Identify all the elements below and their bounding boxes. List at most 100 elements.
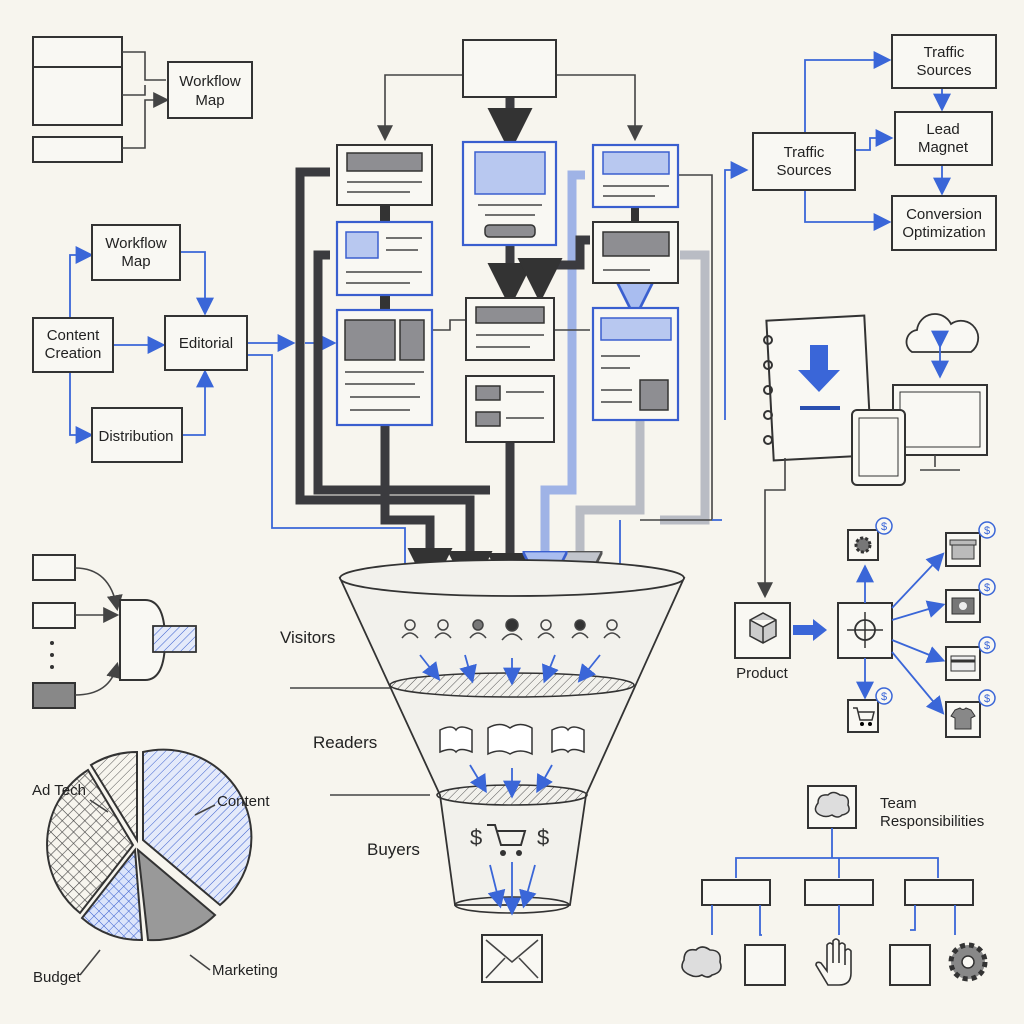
editorial-label: Editorial [179,335,233,352]
product-box[interactable] [734,602,791,659]
team-box-1[interactable] [701,879,771,906]
top-left-workflow: Workflow Map [32,36,253,163]
lead-magnet-box[interactable] [894,111,993,166]
brain-icon [807,785,857,829]
content-cards [295,39,745,598]
svg-text:Map: Map [195,92,224,109]
workflow-map-box-top[interactable] [167,61,253,119]
gear-icon [948,942,988,982]
svg-text:$: $ [984,582,990,594]
svg-text:$: $ [984,525,990,537]
hand-icon [815,938,852,986]
dollar-icon: $ [537,825,549,850]
svg-text:Optimization: Optimization [902,224,985,241]
svg-text:Sources: Sources [776,162,831,179]
shirt-icon[interactable] [945,701,981,738]
card-middle-2[interactable] [465,375,555,443]
team-member-box [744,944,786,986]
cart-icon[interactable] [847,699,879,733]
stage-visitors: Visitors [280,628,335,647]
svg-text:$: $ [984,640,990,652]
card-article-3[interactable] [335,308,434,427]
svg-text:$: $ [881,691,887,703]
team-label-2: Responsibilities [880,813,984,830]
gear-icon[interactable] [847,529,879,561]
distribution-label: Distribution [98,428,173,445]
stack-box-bottom [32,136,123,163]
content-creation-box[interactable] [32,317,114,373]
card-article-1[interactable] [336,144,433,206]
label: Workflow [179,73,241,90]
card-right-2[interactable] [592,221,679,284]
envelope-icon[interactable] [481,934,543,983]
product-label: Product [736,665,789,682]
store-icon[interactable] [945,532,981,567]
traffic-sources-box-top[interactable] [891,34,997,89]
svg-text:Magnet: Magnet [918,139,969,156]
label-ad-tech: Ad Tech [32,782,86,799]
devices [757,313,988,599]
editorial-box[interactable] [164,315,248,371]
dollar-badges [875,517,996,707]
package-icon [749,612,777,644]
monitor-icon [892,384,988,471]
product-hub: Product $$$ $$$ [734,517,996,738]
svg-text:Workflow: Workflow [179,73,241,90]
team-box-3[interactable] [904,879,974,906]
pie-slice-budget [80,847,144,942]
card-right-3[interactable] [591,306,680,422]
dollar-icon: $ [470,825,482,850]
label: Map [195,92,224,109]
card-hero[interactable] [461,140,558,247]
hub-box[interactable] [837,602,893,659]
stack-box-middle [32,66,123,126]
svg-text:Workflow: Workflow [105,235,167,252]
merge-diagram [32,554,197,709]
team-box-2[interactable] [804,879,874,906]
cloud-sync-icon [905,313,980,379]
svg-text:Content: Content [47,327,100,344]
content-flow: Workflow Map Content Creation Editorial … [32,224,414,589]
svg-text:Lead: Lead [926,121,959,138]
label-marketing: Marketing [212,962,278,979]
team-member-box [889,944,931,986]
visitor-icons [401,618,621,641]
dollar-icons: $$$ $$$ [881,521,990,705]
card-middle-1[interactable] [465,297,555,361]
traffic-sources-box[interactable] [752,132,856,191]
svg-text:Traffic: Traffic [784,144,825,161]
pie-slice-other [46,768,135,915]
brain-icon [681,946,722,978]
svg-text:Sources: Sources [916,62,971,79]
svg-text:Traffic: Traffic [924,44,965,61]
label-content: Content [217,793,270,810]
label-budget: Budget [33,969,81,986]
cart-icon [487,824,527,846]
svg-text:$: $ [881,521,887,533]
team-org: Team Responsibilities [681,785,988,986]
traffic-flow: Traffic Sources Lead Magnet Conversion O… [752,34,997,251]
tablet-icon [851,409,906,486]
reader-book-icons [439,723,585,756]
conversion-optimization-box[interactable] [891,195,997,251]
team-label: Team [880,795,917,812]
budget-pie [46,748,253,942]
card-right-1[interactable] [591,143,680,209]
stage-readers: Readers [313,733,377,752]
pie-slice-marketing [136,847,217,942]
distribution-box[interactable] [91,407,183,463]
stage-buyers: Buyers [367,840,420,859]
pie-slice-content [142,748,253,907]
credit-card-icon[interactable] [945,646,981,681]
pie-labels: Ad Tech Content Budget Marketing [32,782,278,986]
notebook-download-icon [763,314,873,462]
buyer-icons: $ $ [470,824,549,856]
funnel: $ $ Visitors Readers Buyers [280,559,686,983]
card-article-2[interactable] [335,220,434,297]
pie-slice-ad-tech [89,750,138,844]
workflow-map-box[interactable] [91,224,181,281]
camera-icon[interactable] [945,589,981,623]
stack-box-top [32,36,123,68]
source-box[interactable] [462,39,557,98]
